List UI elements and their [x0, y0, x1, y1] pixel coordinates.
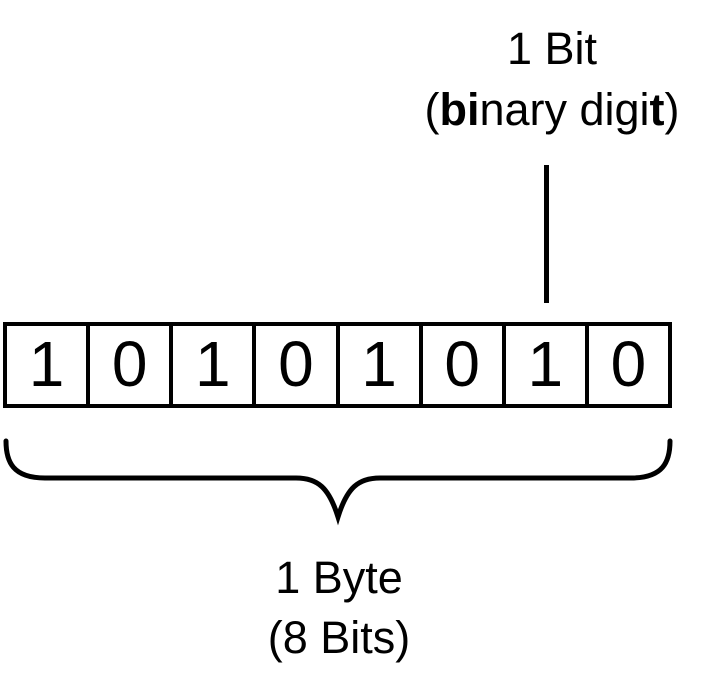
bit-label-line2: (binary digit)	[424, 79, 679, 140]
bit-label-line1: 1 Bit	[506, 23, 598, 74]
bit-cell: 0	[252, 322, 340, 408]
bit-label-bold-bi: bi	[439, 84, 480, 135]
bit-label-paren-close: )	[664, 84, 680, 135]
bit-value: 1	[28, 328, 65, 400]
bit-value: 0	[444, 328, 480, 400]
byte-brace-icon	[3, 438, 673, 526]
bit-cell: 0	[86, 322, 174, 408]
bit-label-bold-t: t	[649, 84, 665, 135]
bit-cell: 1	[169, 322, 257, 408]
bit-label: 1 Bit (binary digit)	[424, 18, 679, 140]
bit-value: 0	[111, 328, 148, 400]
bit-value: 0	[610, 328, 647, 400]
byte-row: 1 0 1 0 1 0 1 0	[3, 322, 672, 408]
byte-label-line2: (8 Bits)	[267, 612, 411, 663]
byte-label: 1 Byte (8 Bits)	[268, 548, 411, 668]
bit-cell: 0	[584, 322, 672, 408]
bit-value: 0	[278, 328, 314, 400]
byte-label-line1: 1 Byte	[275, 552, 403, 603]
bit-label-paren-open: (	[424, 84, 440, 135]
bit-value: 1	[361, 328, 397, 400]
bit-pointer-line	[544, 165, 549, 303]
bit-value: 1	[527, 328, 564, 400]
bit-cell: 1	[3, 322, 91, 408]
bit-cell: 0	[418, 322, 506, 408]
bit-cell: 1	[501, 322, 589, 408]
bit-value: 1	[195, 328, 231, 400]
bit-cell: 1	[335, 322, 423, 408]
bit-label-middle: nary digi	[479, 84, 650, 135]
